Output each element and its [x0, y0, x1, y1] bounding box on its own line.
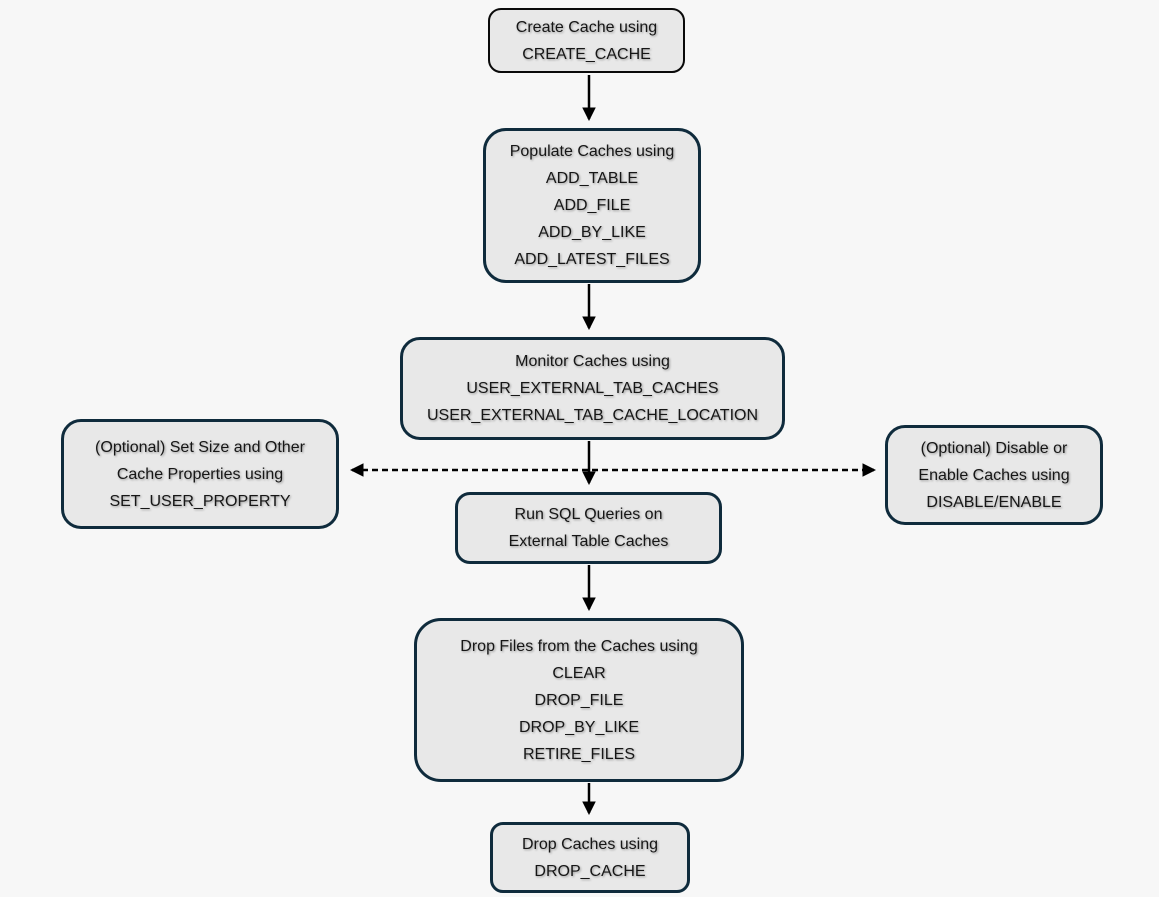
node-text-line: USER_EXTERNAL_TAB_CACHES	[466, 380, 719, 397]
node-text-line: ADD_LATEST_FILES	[514, 251, 670, 268]
node-run-sql-queries: Run SQL Queries on External Table Caches	[455, 492, 722, 564]
node-populate-caches: Populate Caches using ADD_TABLE ADD_FILE…	[483, 128, 701, 283]
node-text-line: External Table Caches	[508, 533, 669, 550]
node-text-line: CLEAR	[552, 664, 606, 682]
node-text-line: DROP_FILE	[534, 691, 624, 709]
node-text-line: CREATE_CACHE	[522, 45, 651, 63]
node-text-line: Create Cache using	[515, 18, 658, 36]
node-text-line: ADD_FILE	[553, 197, 631, 214]
node-create-cache: Create Cache using CREATE_CACHE	[488, 8, 685, 73]
node-drop-files: Drop Files from the Caches using CLEAR D…	[414, 618, 744, 782]
node-text-line: Run SQL Queries on	[514, 506, 663, 523]
node-text-line: ADD_BY_LIKE	[538, 224, 646, 241]
node-text-line: RETIRE_FILES	[522, 745, 636, 763]
node-text-line: USER_EXTERNAL_TAB_CACHE_LOCATION	[426, 407, 759, 424]
node-text-line: Drop Files from the Caches using	[460, 637, 698, 655]
node-text-line: Enable Caches using	[918, 466, 1070, 484]
node-text-line: Monitor Caches using	[515, 353, 670, 370]
node-text-line: (Optional) Disable or	[920, 439, 1068, 457]
node-text-line: DROP_BY_LIKE	[518, 718, 640, 736]
node-text-line: SET_USER_PROPERTY	[109, 492, 291, 510]
node-text-line: (Optional) Set Size and Other	[95, 438, 305, 456]
node-text-line: DISABLE/ENABLE	[926, 493, 1062, 511]
node-text-line: DROP_CACHE	[534, 862, 646, 880]
node-drop-caches: Drop Caches using DROP_CACHE	[490, 822, 690, 893]
node-text-line: Populate Caches using	[509, 143, 675, 160]
node-text-line: Cache Properties using	[116, 465, 284, 483]
node-set-properties: (Optional) Set Size and Other Cache Prop…	[61, 419, 339, 529]
node-disable-enable: (Optional) Disable or Enable Caches usin…	[885, 425, 1103, 525]
node-monitor-caches: Monitor Caches using USER_EXTERNAL_TAB_C…	[400, 337, 785, 440]
node-text-line: Drop Caches using	[521, 835, 659, 853]
node-text-line: ADD_TABLE	[545, 170, 639, 187]
